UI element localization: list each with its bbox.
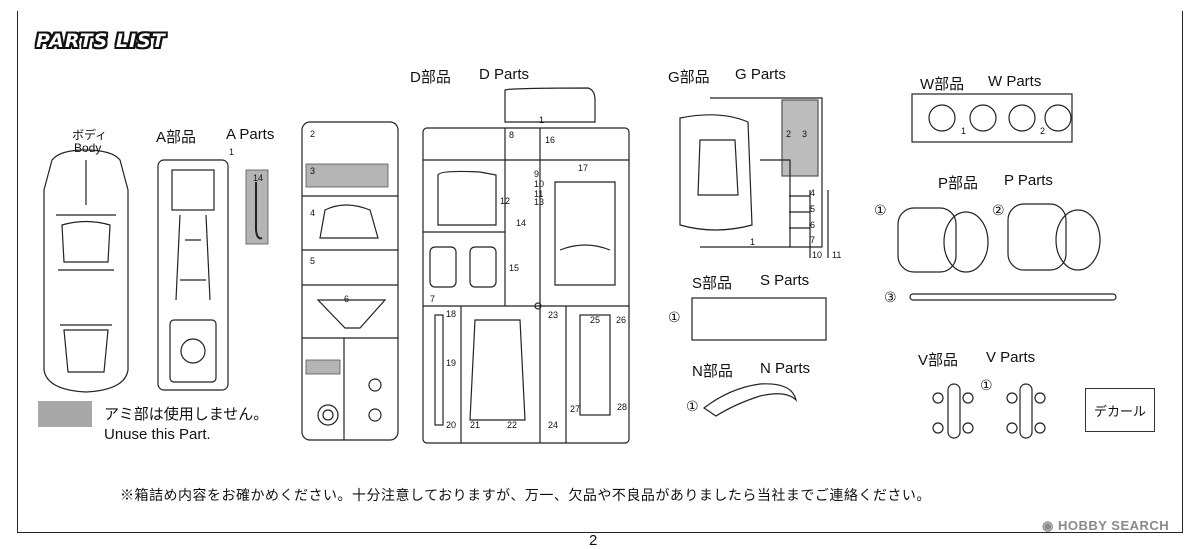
page-number: 2 — [589, 532, 598, 549]
g-num-3: 3 — [802, 129, 807, 139]
d-num-24: 24 — [548, 420, 558, 430]
d-num-23: 23 — [548, 310, 558, 320]
watermark-text: HOBBY SEARCH — [1057, 518, 1170, 533]
d-num-14: 14 — [516, 218, 526, 228]
w-num-2: 2 — [1040, 126, 1045, 136]
s-parts-label-en: S Parts — [760, 272, 810, 289]
d-num-16: 16 — [545, 135, 555, 145]
d-parts-sprue-drawing — [301, 87, 630, 444]
legend-text-jp: アミ部は使用しません。 — [104, 406, 269, 423]
g-parts-label-en: G Parts — [735, 66, 786, 83]
d-num-8: 8 — [509, 130, 514, 140]
n-num-1: ① — [686, 399, 699, 415]
g-parts-drawing — [679, 97, 829, 258]
g-parts-label-jp: G部品 — [668, 69, 710, 86]
n-parts-label-jp: N部品 — [692, 363, 733, 380]
d-num-5: 5 — [310, 256, 315, 266]
d-num-20: 20 — [446, 420, 456, 430]
body-label-jp: ボディ — [72, 128, 108, 142]
page-title: PARTS LIST — [36, 30, 166, 52]
s-parts-label-jp: S部品 — [692, 275, 733, 292]
watermark: ◉ HOBBY SEARCH — [1042, 518, 1169, 534]
d-num-9: 9 — [534, 169, 539, 179]
w-parts-label-en: W Parts — [988, 73, 1042, 90]
g-num-7: 7 — [810, 235, 815, 245]
d-num-15: 15 — [509, 263, 519, 273]
page-frame — [17, 11, 1183, 533]
d-num-25: 25 — [590, 315, 600, 325]
v-parts-label-jp: V部品 — [918, 352, 959, 369]
body-label-en: Body — [74, 141, 102, 155]
decal-label: デカール — [1093, 403, 1146, 419]
d-num-2: 2 — [310, 129, 315, 139]
d-parts-label-en: D Parts — [479, 66, 530, 83]
a-num-14: 14 — [253, 173, 263, 183]
d-parts-unused-shade-2 — [305, 359, 341, 375]
d-num-22: 22 — [507, 420, 517, 430]
decal-box: デカール — [1085, 388, 1155, 432]
g-num-1: 1 — [750, 237, 755, 247]
p-parts-label-en: P Parts — [1004, 172, 1053, 189]
v-parts-drawing — [932, 383, 1046, 439]
unused-part-swatch — [38, 401, 92, 427]
d-num-13: 13 — [534, 197, 544, 207]
d-num-7: 7 — [430, 294, 435, 304]
p-num-1: ① — [874, 203, 887, 219]
d-num-17: 17 — [578, 163, 588, 173]
p-num-3: ③ — [884, 290, 897, 306]
w-parts-label-jp: W部品 — [920, 76, 965, 93]
d-num-27: 27 — [570, 404, 580, 414]
w-num-1: 1 — [961, 126, 966, 136]
d-num-18: 18 — [446, 309, 456, 319]
d-num-6: 6 — [344, 294, 349, 304]
d-num-12: 12 — [500, 196, 510, 206]
p-num-2: ② — [992, 203, 1005, 219]
g-num-4: 4 — [810, 188, 815, 198]
s-parts-drawing — [691, 297, 827, 341]
n-parts-drawing — [702, 383, 798, 417]
p-parts-drawing — [897, 203, 1117, 301]
d-parts-unused-shade — [305, 163, 389, 188]
v-parts-label-en: V Parts — [986, 349, 1036, 366]
a-parts-chassis-drawing — [157, 159, 229, 391]
p-parts-label-jp: P部品 — [938, 175, 979, 192]
s-num-1: ① — [668, 310, 681, 326]
a-parts-label-jp: A部品 — [156, 129, 197, 146]
d-num-4: 4 — [310, 208, 315, 218]
legend-text-en: Unuse this Part. — [104, 426, 211, 443]
g-num-2: 2 — [786, 129, 791, 139]
v-num-1: ① — [980, 378, 993, 394]
body-drawing — [43, 149, 129, 393]
d-num-3: 3 — [310, 166, 315, 176]
hobby-search-logo-icon: ◉ — [1042, 518, 1054, 533]
g-num-6: 6 — [810, 220, 815, 230]
g-num-10: 10 — [812, 250, 822, 260]
g-num-5: 5 — [810, 204, 815, 214]
d-parts-label-jp: D部品 — [410, 69, 451, 86]
d-num-19: 19 — [446, 358, 456, 368]
d-num-1: 1 — [539, 115, 544, 125]
d-num-21: 21 — [470, 420, 480, 430]
d-num-28: 28 — [617, 402, 627, 412]
w-parts-drawing — [911, 93, 1073, 143]
n-parts-label-en: N Parts — [760, 360, 811, 377]
d-num-10: 10 — [534, 179, 544, 189]
d-num-11: 11 — [534, 189, 543, 199]
d-num-26: 26 — [616, 315, 626, 325]
g-num-11: 11 — [832, 250, 841, 260]
a-parts-label-en: A Parts — [226, 126, 275, 143]
a-num-1: 1 — [229, 147, 234, 157]
box-contents-note: ※箱詰め内容をお確かめください。十分注意しておりますが、万一、欠品や不良品があり… — [120, 487, 931, 503]
